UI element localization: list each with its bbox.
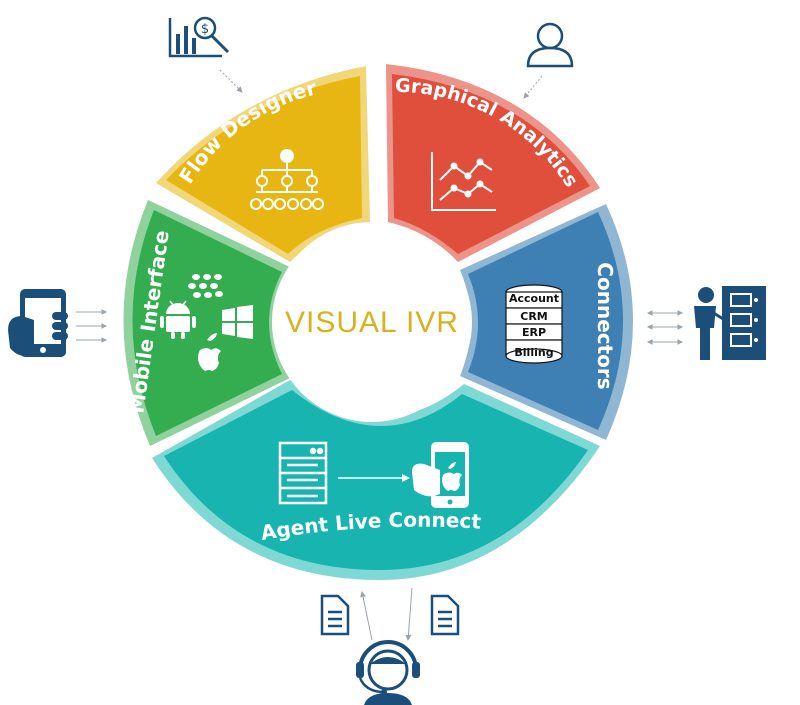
down-arrow — [405, 587, 413, 641]
presenter-server-icon — [694, 286, 766, 360]
svg-text:$: $ — [201, 22, 209, 37]
analytics-report-icon: $ — [168, 16, 230, 58]
segment-graphical-analytics: Graphical Analytics — [386, 64, 600, 262]
segment-agent-live-connect: Agent Live Connect — [152, 380, 600, 580]
db-label-crm: CRM — [520, 310, 548, 323]
center-title: VISUAL IVR — [285, 306, 459, 339]
dashed-arrow — [523, 75, 543, 99]
database-stack-icon: Account CRM ERP Billing — [505, 284, 563, 364]
document-icon — [430, 594, 460, 636]
server-icon — [278, 441, 328, 505]
dashed-arrow — [219, 69, 243, 93]
document-icon — [320, 594, 350, 636]
blackberry-icon — [188, 274, 223, 298]
segment-label-connectors: Connectors — [593, 262, 617, 389]
android-icon — [160, 300, 196, 339]
center-hub: VISUAL IVR — [272, 222, 472, 422]
apple-icon — [198, 333, 221, 371]
segment-connectors: Connectors Account CRM ERP Billing — [460, 204, 633, 440]
headset-agent-icon — [356, 640, 420, 705]
db-label-billing: Billing — [514, 346, 553, 359]
line-chart-icon — [431, 152, 496, 211]
org-hierarchy-icon — [250, 149, 324, 210]
segment-mobile-interface: Mobile Interface — [123, 200, 292, 446]
hand-smartphone-icon — [8, 289, 68, 357]
user-icon — [526, 22, 574, 68]
segment-flow-designer: Flow Designer — [156, 66, 370, 262]
db-label-erp: ERP — [522, 326, 546, 339]
db-label-account: Account — [509, 292, 559, 305]
windows-icon — [222, 305, 253, 339]
phone-apple-icon — [412, 442, 469, 508]
up-arrow — [360, 591, 373, 641]
bidirectional-arrows-right — [646, 310, 684, 345]
arrow-right-icon — [338, 474, 410, 482]
arrows-left — [76, 309, 108, 343]
